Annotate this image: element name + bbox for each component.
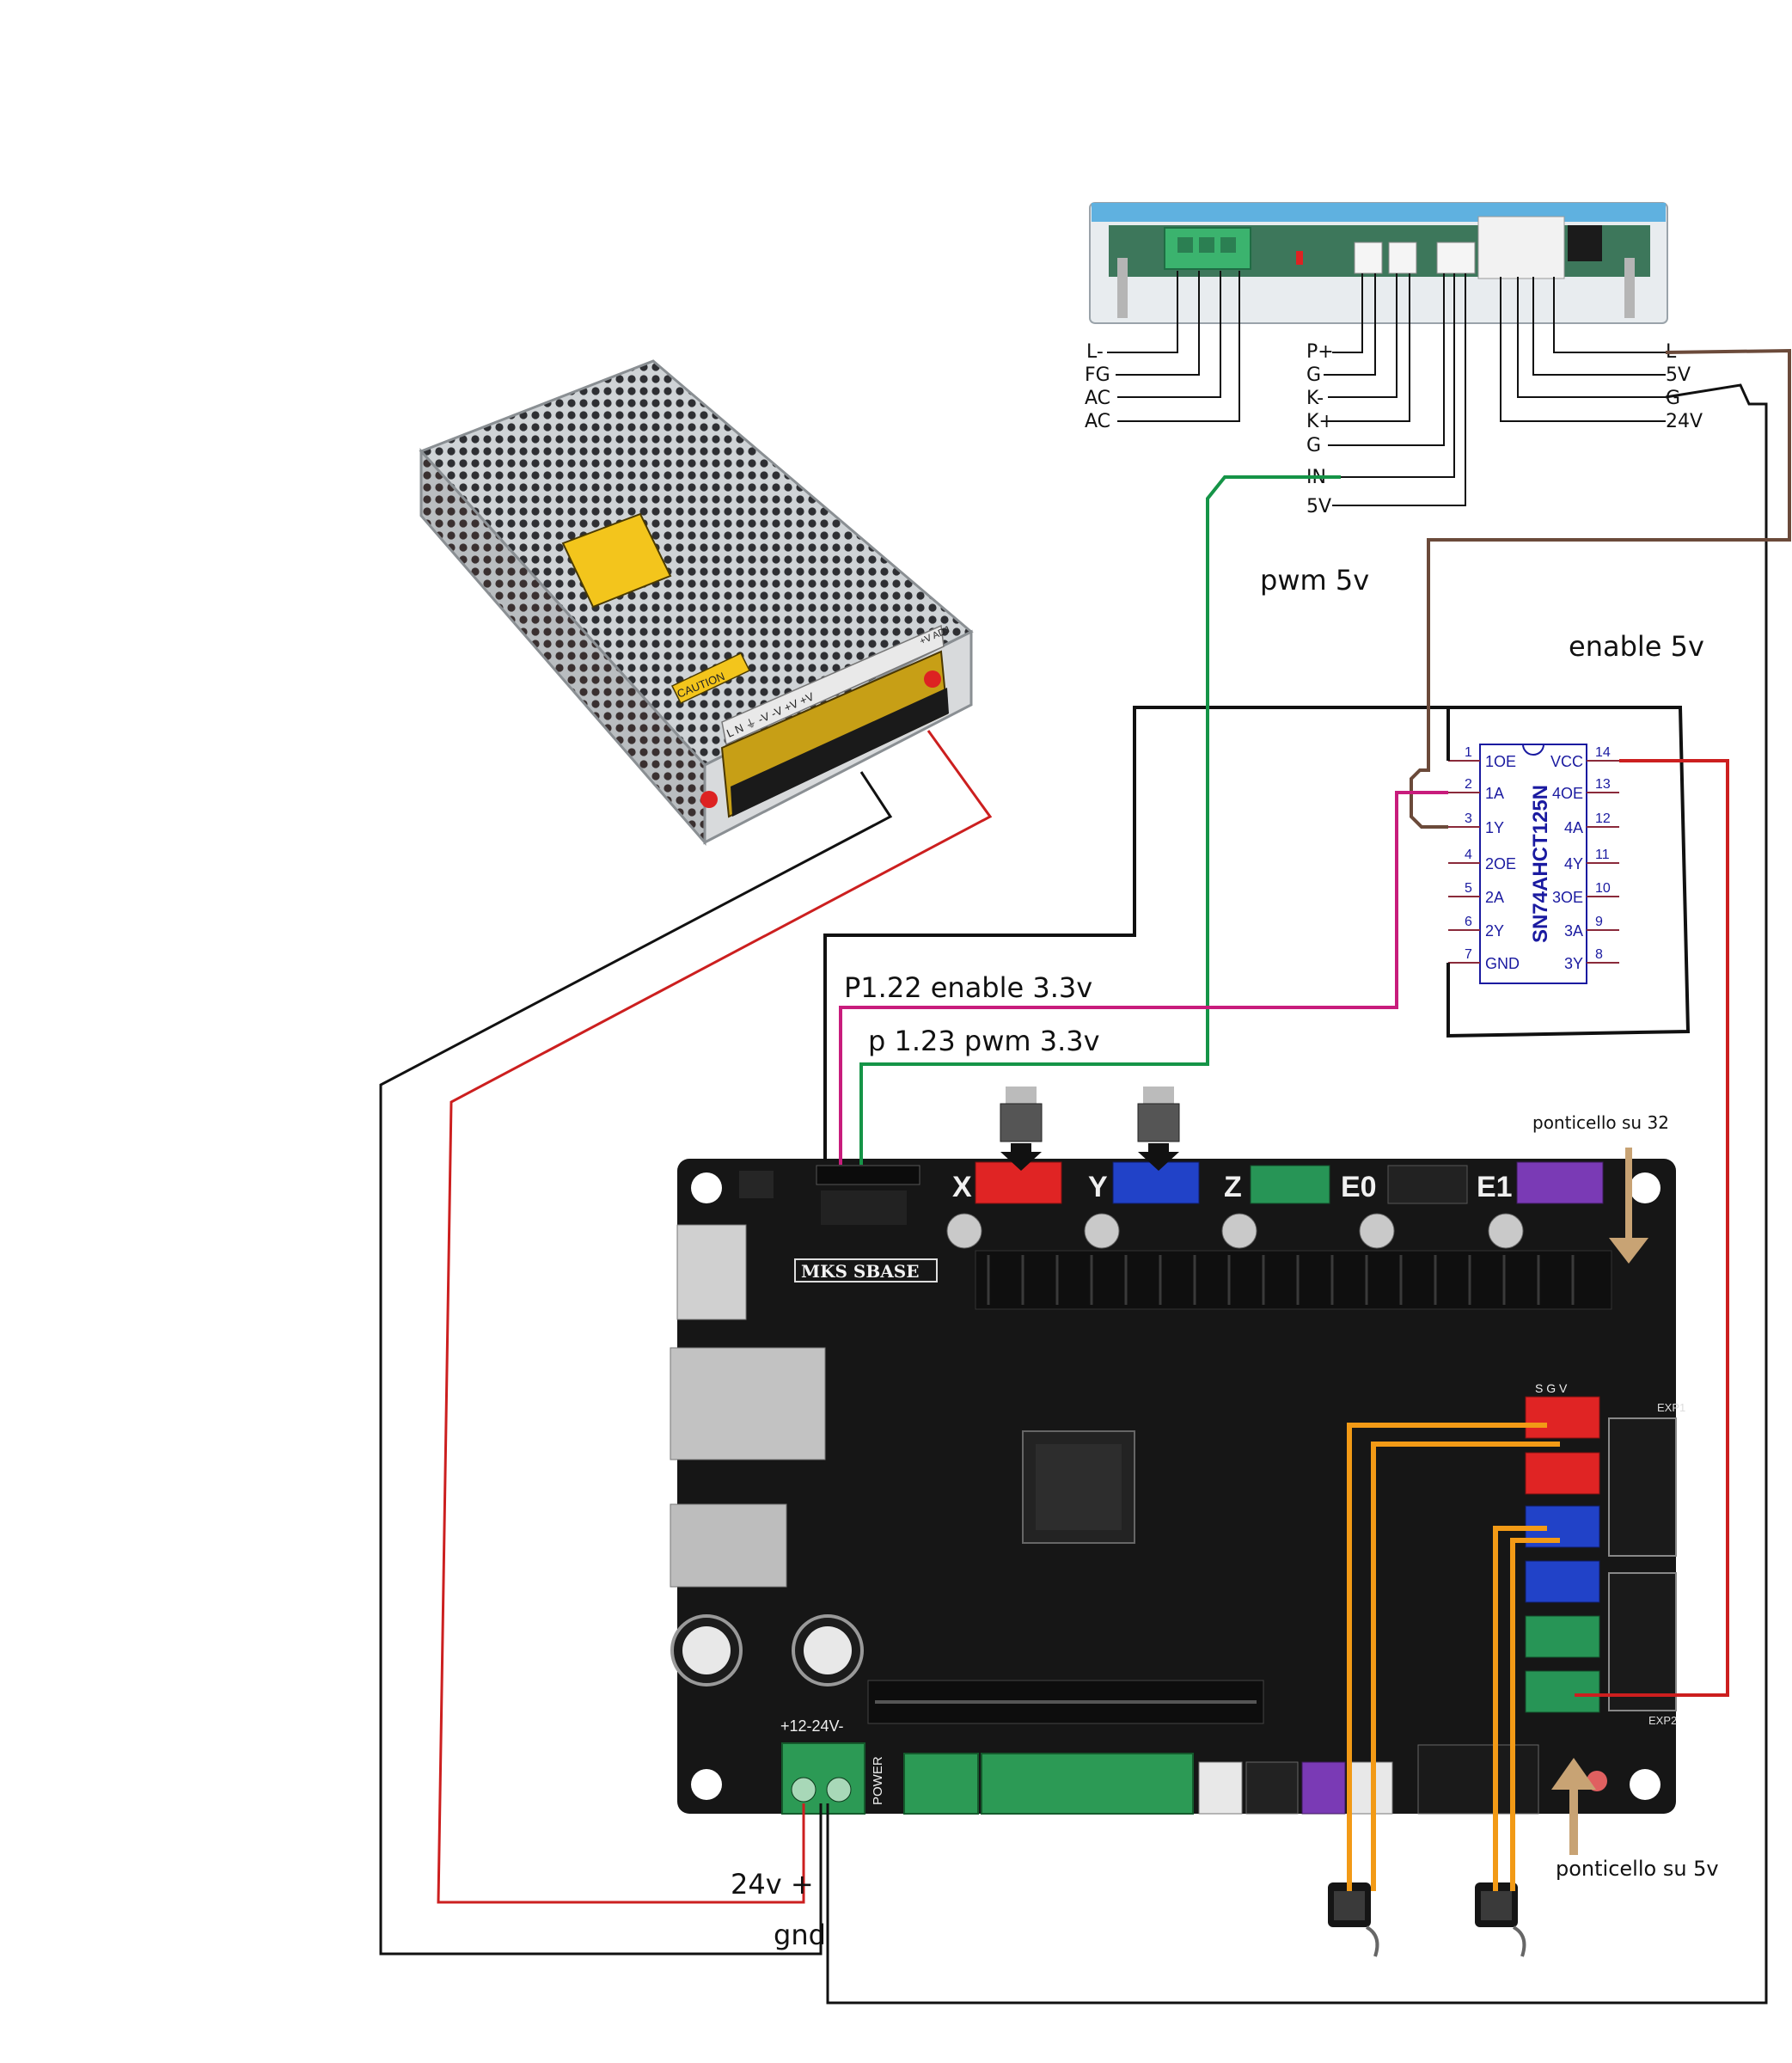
exp1-label: EXP1 [1657, 1401, 1685, 1414]
wire-gnd-black [379, 771, 893, 1956]
label-p123: p 1.23 pwm 3.3v [868, 1025, 1100, 1057]
wire-vcc-red [1575, 759, 1729, 1697]
power-terminal-label: +12-24V- [780, 1717, 844, 1735]
chip-pin-7-name: GND [1485, 955, 1520, 972]
level-shifter-chip: SN74AHCT125N 1 1OE 2 1A 3 1Y 4 2OE 5 2A … [1448, 744, 1619, 984]
term-lminus: L- [1086, 341, 1104, 363]
chip-pin-8-name: 3Y [1564, 955, 1583, 972]
chip-pin-13-num: 13 [1595, 777, 1611, 792]
term-pplus: P+ [1306, 341, 1334, 363]
chip-pin-5-name: 2A [1485, 889, 1504, 906]
term-ac2: AC [1085, 411, 1110, 432]
label-jumper-32: ponticello su 32 [1532, 1112, 1669, 1133]
chip-pin-9-num: 9 [1595, 915, 1603, 929]
axis-z-label: Z [1224, 1171, 1242, 1203]
term-ac1: AC [1085, 388, 1110, 409]
wire-24v-red [437, 730, 993, 1904]
chip-pin-6-name: 2Y [1485, 922, 1504, 940]
stepper-motor-x [1000, 1087, 1043, 1171]
chip-pin-3-num: 3 [1465, 811, 1472, 826]
chip-pin-14-name: VCC [1550, 753, 1583, 770]
label-24v: 24v + [731, 1868, 814, 1901]
wire-enable-brown [1410, 348, 1791, 829]
chip-pin-3-name: 1Y [1485, 819, 1504, 836]
term-fg: FG [1085, 364, 1110, 386]
term-g1: G [1306, 364, 1321, 386]
board-logo: MKS SBASE [801, 1261, 919, 1282]
term-g2: G [1306, 435, 1321, 456]
term-g-right: G [1666, 388, 1680, 409]
exp2-label: EXP2 [1648, 1714, 1677, 1727]
endstop-switch-left [1328, 1882, 1379, 1957]
chip-pin-1-name: 1OE [1485, 753, 1516, 770]
term-5v-right: 5V [1666, 364, 1691, 386]
axis-e0-label: E0 [1341, 1171, 1377, 1203]
chip-pin-6-num: 6 [1465, 915, 1472, 929]
wire-chip-gnd-black [823, 706, 1691, 1160]
axis-y-label: Y [1088, 1171, 1108, 1203]
chip-pin-11-num: 11 [1595, 848, 1610, 862]
chip-pin-2-num: 2 [1465, 777, 1472, 792]
chip-part-number: SN74AHCT125N [1529, 785, 1552, 943]
axis-e1-label: E1 [1477, 1171, 1513, 1203]
jumper-arrow-32 [1609, 1148, 1648, 1264]
chip-pin-8-num: 8 [1595, 947, 1603, 962]
wire-pwm-green [859, 475, 1341, 1165]
stepper-motor-y [1137, 1087, 1180, 1171]
chip-pin-1-num: 1 [1465, 745, 1472, 760]
power-text-label: POWER [871, 1756, 885, 1805]
label-jumper-5v: ponticello su 5v [1556, 1857, 1719, 1881]
chip-pin-2-name: 1A [1485, 785, 1504, 802]
jumper-arrow-5v [1551, 1758, 1596, 1855]
wire-laser-gnd-black [826, 383, 1768, 2005]
endstop-switch-right [1475, 1882, 1526, 1957]
chip-pin-11-name: 4Y [1564, 855, 1583, 872]
mks-sbase-board: X Y Z E0 E1 [670, 1087, 1685, 1815]
term-kminus: K- [1306, 388, 1324, 409]
chip-pin-4-num: 4 [1465, 848, 1472, 862]
term-kplus: K+ [1306, 411, 1335, 432]
label-gnd: gnd [774, 1919, 826, 1951]
chip-pin-10-name: 3OE [1552, 889, 1583, 906]
chip-pin-12-num: 12 [1595, 811, 1611, 826]
wire-endstops-orange [1347, 1423, 1560, 1891]
chip-pin-5-num: 5 [1465, 881, 1472, 896]
term-5v: 5V [1306, 496, 1331, 517]
power-supply: CAUTION L N ⏚ -V -V +V +V +V ADJ [419, 359, 974, 847]
term-24v: 24V [1666, 411, 1703, 432]
label-pwm-5v: pwm 5v [1260, 564, 1369, 597]
endstop-sgv-label: S G V [1535, 1381, 1568, 1395]
chip-pin-9-name: 3A [1564, 922, 1583, 940]
label-p122: P1.22 enable 3.3v [844, 971, 1092, 1004]
wire-enable-magenta [839, 791, 1448, 1165]
chip-pin-10-num: 10 [1595, 881, 1611, 896]
label-enable-5v: enable 5v [1569, 630, 1704, 663]
chip-pin-12-name: 4A [1564, 819, 1583, 836]
chip-pin-4-name: 2OE [1485, 855, 1516, 872]
chip-pin-14-num: 14 [1595, 745, 1611, 760]
laser-driver: L- FG AC AC P+ G K- K+ G IN 5V L 5V G 24… [1085, 202, 1703, 517]
axis-x-label: X [952, 1171, 972, 1203]
chip-pin-7-num: 7 [1465, 947, 1472, 962]
chip-pin-13-name: 4OE [1552, 785, 1583, 802]
